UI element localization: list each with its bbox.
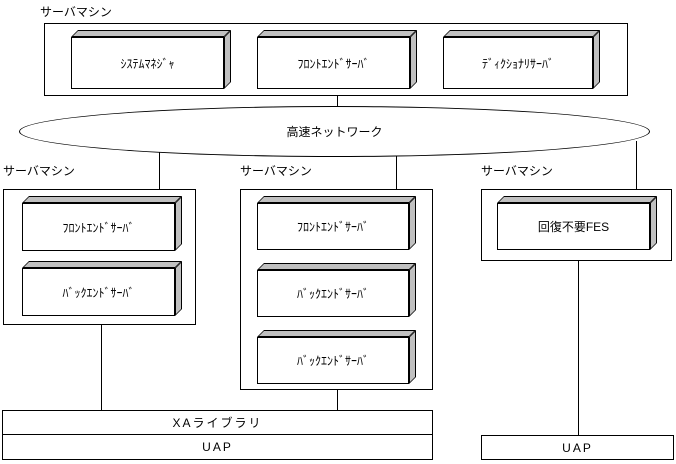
box-top-face <box>443 30 600 37</box>
box-top-face <box>497 196 657 203</box>
server-box-label: ﾊﾞｯｸｴﾝﾄﾞｻｰﾊﾞ <box>62 285 135 300</box>
server-box-label: ﾌﾛﾝﾄｴﾝﾄﾞｻｰﾊﾞ <box>297 56 370 71</box>
connector-right-machine-uap <box>578 260 579 436</box>
box-side-face <box>409 330 416 384</box>
box-front-face: ﾌﾛﾝﾄｴﾝﾄﾞｻｰﾊﾞ <box>22 203 175 251</box>
server-box-recovery-free-fes: 回復不要FES <box>497 196 657 250</box>
machine-label-top: サーバマシン <box>40 5 112 19</box>
box-front-face: ｼｽﾃﾑﾏﾈｼﾞｬ <box>71 37 224 89</box>
server-box-front-end-top: ﾌﾛﾝﾄｴﾝﾄﾞｻｰﾊﾞ <box>257 30 417 89</box>
uap-label-right: UAP <box>562 440 593 455</box>
server-box-label: ﾌﾛﾝﾄｴﾝﾄﾞｻｰﾊﾞ <box>62 220 135 235</box>
connector-center-machine-xa <box>337 389 338 411</box>
box-top-face <box>257 196 416 203</box>
connector-network-left-machine <box>159 152 160 189</box>
box-top-face <box>257 330 416 337</box>
server-box-label: ﾊﾞｯｸｴﾝﾄﾞｻｰﾊﾞ <box>296 287 369 301</box>
box-front-face: 回復不要FES <box>497 203 650 250</box>
server-box-back-end-left: ﾊﾞｯｸｴﾝﾄﾞｻｰﾊﾞ <box>22 261 182 316</box>
server-box-system-manager: ｼｽﾃﾑﾏﾈｼﾞｬ <box>71 30 231 89</box>
box-top-face <box>22 261 182 268</box>
box-top-face <box>71 30 231 37</box>
box-side-face <box>409 196 416 250</box>
uap-bar-left: UAP <box>2 434 433 460</box>
box-front-face: ﾃﾞｨｸｼｮﾅﾘｻｰﾊﾞ <box>443 37 593 89</box>
box-side-face <box>224 30 231 89</box>
server-box-label: ﾃﾞｨｸｼｮﾅﾘｻｰﾊﾞ <box>481 56 554 71</box>
server-box-back-end-center-2: ﾊﾞｯｸｴﾝﾄﾞｻｰﾊﾞ <box>257 330 416 384</box>
xa-library-bar: XAライブラリ <box>2 410 433 435</box>
box-side-face <box>175 261 182 316</box>
server-box-dictionary: ﾃﾞｨｸｼｮﾅﾘｻｰﾊﾞ <box>443 30 600 89</box>
server-box-back-end-center-1: ﾊﾞｯｸｴﾝﾄﾞｻｰﾊﾞ <box>257 263 416 317</box>
machine-label-left: サーバマシン <box>3 164 75 178</box>
box-front-face: ﾌﾛﾝﾄｴﾝﾄﾞｻｰﾊﾞ <box>257 37 410 89</box>
box-front-face: ﾌﾛﾝﾄｴﾝﾄﾞｻｰﾊﾞ <box>257 203 409 250</box>
uap-bar-right: UAP <box>481 435 674 460</box>
server-box-label: ｼｽﾃﾑﾏﾈｼﾞｬ <box>120 56 175 71</box>
connector-network-right-machine <box>636 141 637 189</box>
box-side-face <box>409 263 416 317</box>
server-box-label: 回復不要FES <box>537 220 610 234</box>
box-top-face <box>22 196 182 203</box>
server-box-front-end-left: ﾌﾛﾝﾄｴﾝﾄﾞｻｰﾊﾞ <box>22 196 182 251</box>
box-top-face <box>257 30 417 37</box>
network-label: 高速ネットワーク <box>286 125 383 139</box>
server-box-front-end-center: ﾌﾛﾝﾄｴﾝﾄﾞｻｰﾊﾞ <box>257 196 416 250</box>
server-box-label: ﾊﾞｯｸｴﾝﾄﾞｻｰﾊﾞ <box>296 354 369 368</box>
uap-label-left: UAP <box>202 440 233 454</box>
xa-library-label: XAライブラリ <box>172 416 263 430</box>
box-side-face <box>410 30 417 89</box>
server-box-label: ﾌﾛﾝﾄｴﾝﾄﾞｻｰﾊﾞ <box>296 220 369 234</box>
connector-top-machine-network <box>337 95 338 107</box>
box-front-face: ﾊﾞｯｸｴﾝﾄﾞｻｰﾊﾞ <box>257 270 409 317</box>
connector-network-center-machine <box>396 156 397 189</box>
box-top-face <box>257 263 416 270</box>
machine-label-right: サーバマシン <box>481 164 553 178</box>
network-ellipse: 高速ネットワーク <box>19 106 650 157</box>
box-side-face <box>593 30 600 89</box>
box-front-face: ﾊﾞｯｸｴﾝﾄﾞｻｰﾊﾞ <box>257 337 409 384</box>
connector-left-machine-xa <box>101 324 102 411</box>
box-side-face <box>650 196 657 250</box>
box-side-face <box>175 196 182 251</box>
machine-label-center: サーバマシン <box>240 164 312 178</box>
box-front-face: ﾊﾞｯｸｴﾝﾄﾞｻｰﾊﾞ <box>22 268 175 316</box>
